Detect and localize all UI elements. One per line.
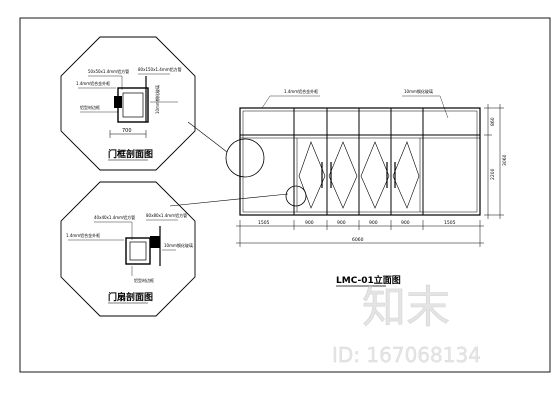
detail-bottom-label-3: 1.4mm铝合金外框 — [66, 232, 100, 238]
detail-top-dim-text: 700 — [122, 128, 132, 134]
detail-bottom-label-4: 10mm钢化玻璃 — [164, 242, 193, 248]
callout-circle-lower — [285, 185, 307, 207]
elevation-title: LMC-01立面图 — [336, 274, 401, 286]
elevation-outer-frame — [239, 107, 481, 216]
detail-top-door-frame-section: 50x50x1.4mm铝方管 80x150x1.4mm铝方管 1.4mm铝合金外… — [60, 36, 228, 171]
door-leaf-4-diamond — [392, 141, 420, 209]
detail-bottom-door-leaf-section: 40x40x1.4mm铝方管 80x80x1.4mm铝方管 1.4mm铝合金外框… — [60, 181, 289, 317]
detail-bottom-profile-inner — [129, 241, 147, 261]
detail-top-octagon — [60, 36, 196, 171]
dim-segment-6: 1505 — [444, 220, 456, 226]
watermark: 知末 ID: 167068134 — [332, 282, 481, 368]
callout-circle-upper — [225, 138, 265, 178]
detail-bottom-label-2: 80x80x1.4mm铝方管 — [146, 212, 187, 218]
elevation-label-aluminum-leader-b — [261, 95, 271, 109]
detail-top-title: 门框剖面图 — [108, 148, 153, 160]
detail-bottom-leader — [169, 193, 289, 207]
detail-top-tube — [114, 96, 122, 108]
watermark-id: ID: 167068134 — [332, 343, 481, 367]
door-leaf-2-diamond — [328, 141, 358, 209]
detail-top-label-4: 10mm钢化玻璃 — [154, 85, 160, 114]
dim-segment-2: 900 — [305, 220, 314, 226]
detail-bottom-title: 门扇剖面图 — [108, 291, 153, 303]
sheet-border — [19, 17, 551, 373]
detail-top-label-5: 铝型材边框 — [80, 104, 100, 110]
detail-top-leader — [187, 121, 228, 153]
detail-top-label-3: 1.4mm铝合金外框 — [76, 80, 110, 86]
detail-bottom-label-5: 铝型材边框 — [134, 277, 154, 283]
dim-top-panel-height: 860 — [490, 117, 496, 126]
detail-top-label-2: 80x150x1.4mm铝方管 — [138, 66, 182, 72]
elevation-inner-frame — [242, 110, 478, 213]
dim-overall-height: 3060 — [502, 154, 508, 166]
dim-overall-width: 6060 — [352, 237, 364, 243]
detail-top-label-1: 50x50x1.4mm铝方管 — [88, 68, 129, 74]
door-leaf-1-diamond — [298, 141, 326, 209]
main-elevation: 1.4mm铝合金外框 10mm钢化玻璃 1505 900 900 900 900… — [236, 88, 508, 287]
detail-bottom-octagon — [60, 181, 196, 317]
watermark-logo: 知末 — [362, 282, 450, 333]
elevation-label-glass-leader-b — [439, 95, 449, 119]
elevation-label-aluminum: 1.4mm铝合金外框 — [284, 88, 318, 94]
door-leaf-3-diamond — [360, 141, 390, 209]
detail-bottom-profile-outer — [125, 237, 151, 265]
dim-segment-4: 900 — [369, 220, 378, 226]
detail-bottom-label-1: 40x40x1.4mm铝方管 — [94, 214, 135, 220]
detail-bottom-tube — [150, 236, 160, 248]
elevation-label-glass: 10mm钢化玻璃 — [404, 88, 433, 94]
dim-segment-5: 900 — [401, 220, 410, 226]
detail-top-profile-inner — [122, 92, 144, 118]
dim-segment-3: 900 — [337, 220, 346, 226]
dim-segment-1: 1505 — [258, 220, 270, 226]
dim-door-height: 2200 — [490, 168, 496, 180]
